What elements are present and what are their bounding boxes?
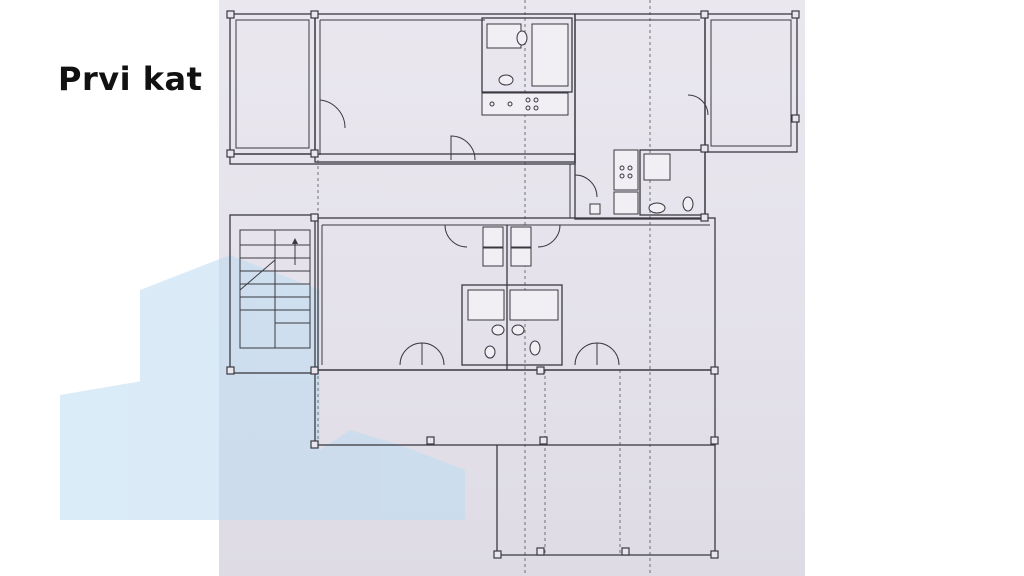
floor-title: Prvi kat bbox=[58, 60, 203, 98]
